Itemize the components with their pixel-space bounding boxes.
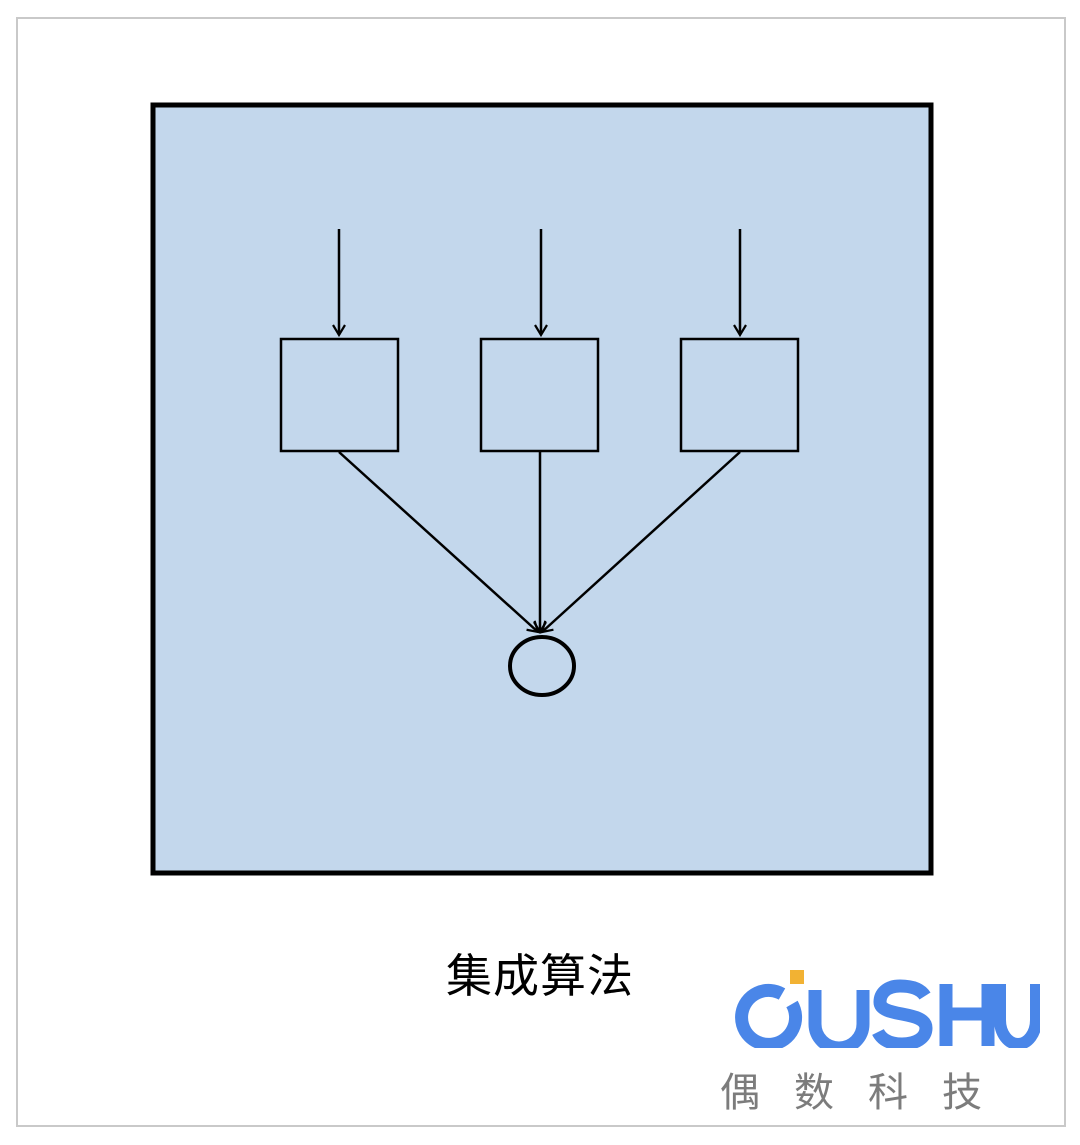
- logo-letter-u: [808, 990, 870, 1048]
- diagram-panel: [150, 102, 934, 876]
- oushu-logo-mark: [735, 970, 1040, 1048]
- diagram-caption: 集成算法: [446, 949, 634, 1003]
- model-box-1: [279, 337, 400, 453]
- aggregate-arrow-1: [338, 451, 540, 634]
- output-node: [508, 635, 576, 697]
- logo-subtitle: 偶数科技: [720, 1070, 1016, 1116]
- logo-letter-h: [939, 984, 995, 1046]
- oushu-logo: 偶数科技: [712, 960, 1042, 1120]
- logo-letter-o: [735, 983, 803, 1048]
- logo-accent-square: [790, 970, 804, 984]
- model-box-3: [679, 337, 800, 453]
- aggregate-arrow-3: [540, 451, 741, 634]
- logo-letter-s: [872, 979, 933, 1048]
- model-box-2: [479, 337, 600, 453]
- logo-letter-u-2: [994, 984, 1040, 1048]
